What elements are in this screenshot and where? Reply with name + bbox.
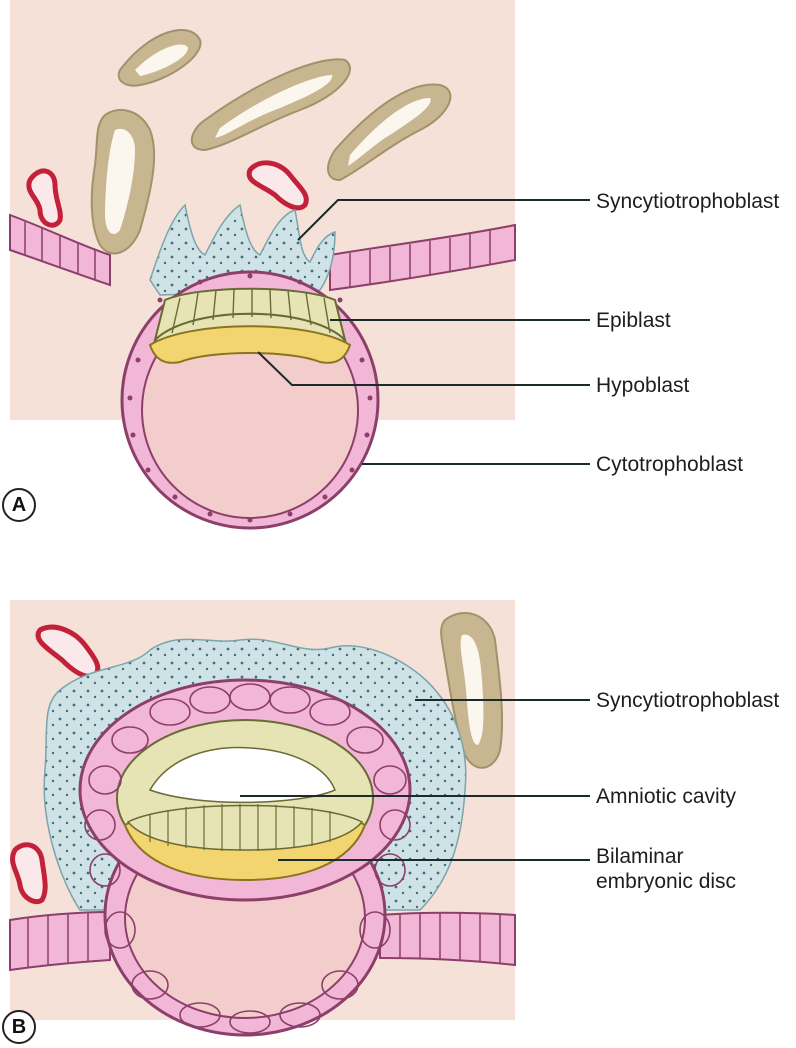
panel-b-illustration <box>9 600 590 1037</box>
panel-a-illustration <box>9 0 590 530</box>
label-bilaminar: Bilaminar <box>596 845 684 868</box>
panel-a-cytotrophoblast-cells <box>127 273 373 523</box>
panel-a-hypoblast <box>148 325 352 364</box>
label-epiblast: Epiblast <box>596 309 671 332</box>
label-amniotic-cavity: Amniotic cavity <box>596 785 737 808</box>
panel-b-uterine-epithelium <box>9 910 516 972</box>
panel-b-leader-lines <box>240 699 590 861</box>
label-cytotrophoblast: Cytotrophoblast <box>596 453 744 476</box>
panel-b-blastocyst <box>78 678 412 1037</box>
label-embryonic-disc: embryonic disc <box>596 870 737 893</box>
label-syncytiotrophoblast-a: Syncytiotrophoblast <box>596 190 780 213</box>
panel-a-blastocyst <box>120 270 380 530</box>
panel-a-blood-vessels <box>26 160 309 228</box>
label-syncytiotrophoblast-b: Syncytiotrophoblast <box>596 689 780 712</box>
panel-b-amniotic-cavity <box>148 746 336 804</box>
panel-b-badge: B <box>2 1010 36 1044</box>
panel-a-uterine-epithelium <box>9 213 516 292</box>
panel-b-cytotrophoblast-cells <box>84 683 411 1034</box>
panel-a-leader-lines <box>257 199 590 465</box>
panel-b-uterine-gland <box>440 611 504 769</box>
panel-a-gland-lumens <box>105 44 431 235</box>
label-hypoblast: Hypoblast <box>596 374 690 397</box>
panel-a-badge: A <box>2 488 36 522</box>
panel-a-syncytiotrophoblast <box>149 203 336 296</box>
